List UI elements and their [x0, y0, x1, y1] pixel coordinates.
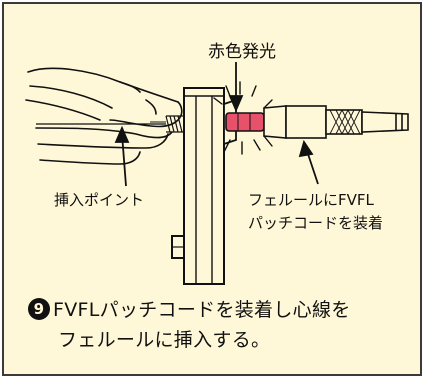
callout-arrows — [114, 62, 319, 187]
ferrule-label-line1: フェルールにFVFL — [248, 191, 374, 209]
knurled-grip — [329, 109, 361, 135]
step-instruction-line2: フェルールに挿入する。 — [58, 329, 271, 351]
hand-illustration — [25, 67, 183, 165]
insert-point-label: 挿入ポイント — [54, 191, 145, 209]
stand — [171, 87, 225, 285]
ferrule-label-line2: パッチコードを装着 — [248, 214, 384, 232]
fiber-core — [36, 121, 166, 125]
step-number-badge: 9 — [28, 298, 50, 320]
red-glow-label: 赤色発光 — [208, 42, 276, 62]
red-glow-ferrule — [225, 112, 265, 132]
step-text-line1: FVFLパッチコードを装着し心線を — [53, 299, 351, 321]
fiber-thread — [165, 115, 184, 133]
glow-rays — [213, 81, 273, 155]
fvfl-patch-cord — [263, 105, 409, 139]
